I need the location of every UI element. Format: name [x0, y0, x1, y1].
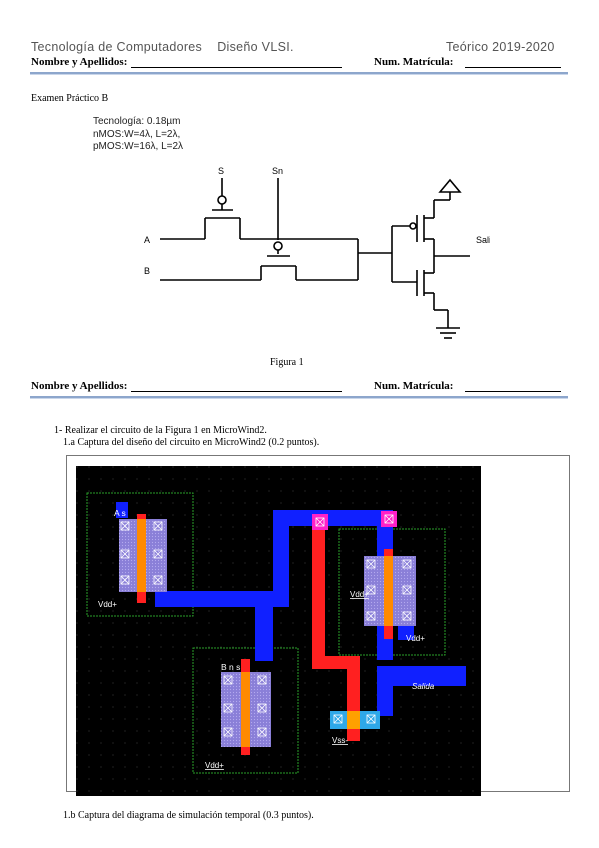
exam-title: Examen Práctico B [31, 93, 109, 104]
layout-label-salida: Salida [412, 682, 435, 691]
pmos-line: pMOS:W=16λ, L=2λ [93, 141, 184, 152]
subject-name: Diseño VLSI. [217, 40, 294, 54]
layout-label-vdd-mid: Vdd+ [350, 590, 369, 599]
tech-line: Tecnología: 0.18µm [93, 116, 181, 127]
header-rule [30, 72, 568, 75]
question-1a: 1.a Captura del diseño del circuito en M… [63, 437, 320, 448]
question-1: 1- Realizar el circuito de la Figura 1 e… [54, 425, 267, 436]
name-label: Nombre y Apellidos: [31, 56, 128, 68]
layout-label-b: B n s [221, 662, 240, 672]
name-label-2: Nombre y Apellidos: [31, 380, 128, 392]
id-blank-2[interactable] [465, 391, 561, 392]
schem-label-b: B [144, 266, 150, 276]
layout-label-vdd-bottom: Vdd+ [205, 761, 224, 770]
header-rule-2 [30, 396, 568, 399]
schem-label-out: Salida1 [476, 235, 490, 245]
id-label-2: Num. Matrícula: [374, 380, 454, 392]
term-label: Teórico 2019-2020 [446, 40, 555, 54]
layout-label-vdd-right: Vdd+ [406, 634, 425, 643]
tech-specs: Tecnología: 0.18µm nMOS:W=4λ, L=2λ, pMOS… [93, 116, 183, 154]
course-title: Tecnología de Computadores Diseño VLSI. [31, 40, 294, 54]
question-1b: 1.b Captura del diagrama de simulación t… [63, 810, 314, 821]
schem-label-sn: Sn [272, 166, 283, 176]
schem-label-a: A [144, 235, 150, 245]
nmos-line: nMOS:W=4λ, L=2λ, [93, 128, 181, 140]
id-blank[interactable] [465, 67, 561, 68]
layout-label-a: A s [114, 508, 126, 518]
layout-label-vss: Vss- [332, 736, 348, 745]
layout-capture: A s Vdd+ B n s Vdd+ Vdd+ Vdd+ Salida Vss… [76, 466, 481, 796]
figure-caption: Figura 1 [270, 357, 304, 368]
layout-label-vdd-left: Vdd+ [98, 600, 117, 609]
id-label: Num. Matrícula: [374, 56, 454, 68]
schem-label-s: S [218, 166, 224, 176]
name-blank[interactable] [131, 67, 342, 68]
course-name: Tecnología de Computadores [31, 40, 203, 54]
schematic-figure: S Sn A B Salida1 [144, 166, 490, 339]
name-blank-2[interactable] [131, 391, 342, 392]
